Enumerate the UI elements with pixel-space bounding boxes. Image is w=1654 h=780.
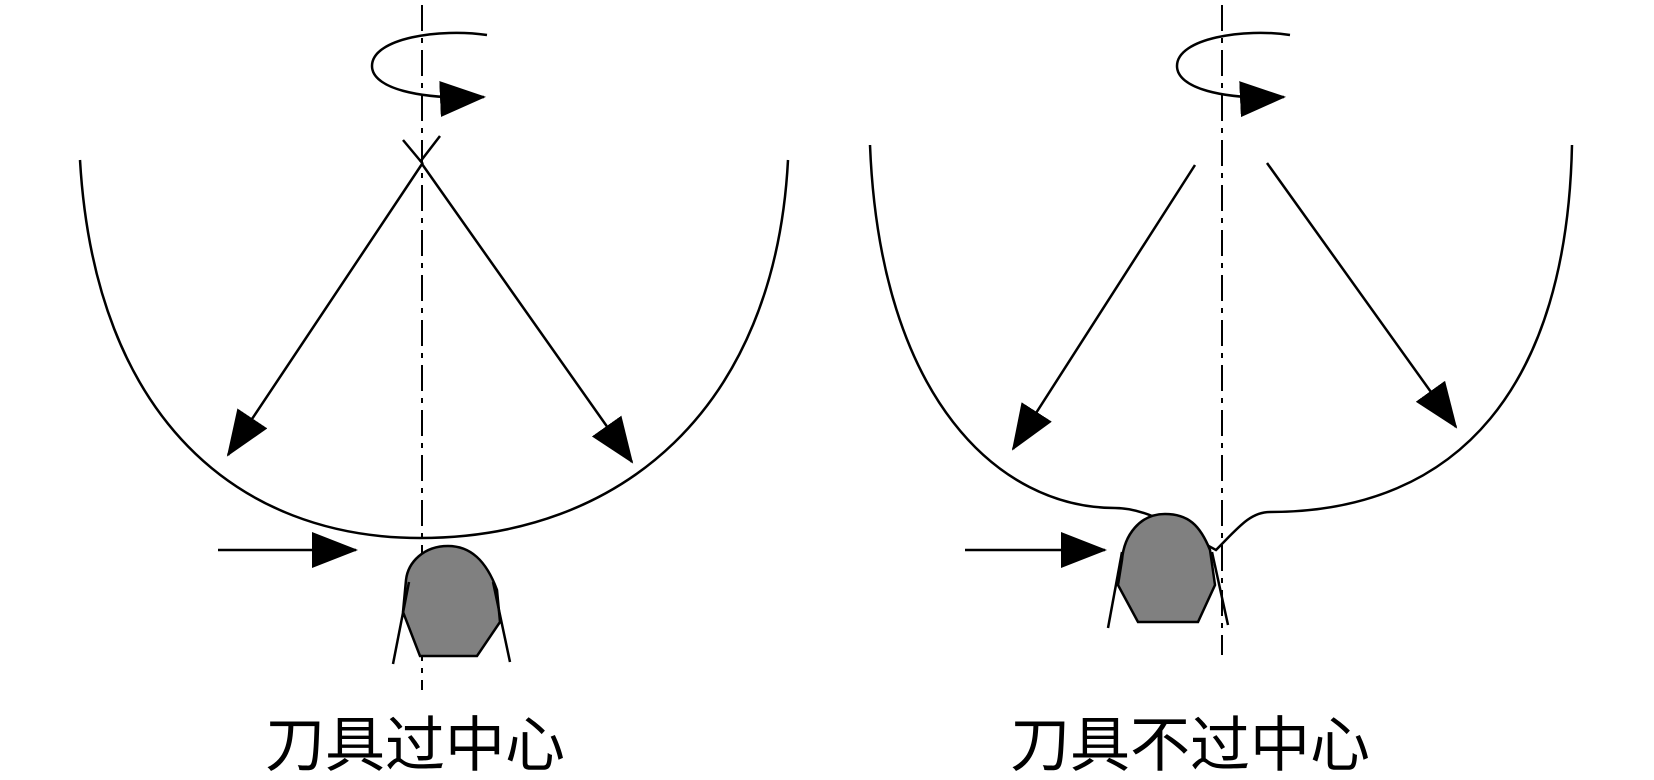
tool-shank-right [1210, 551, 1230, 626]
workpiece-bowl-profile-with-cusp [868, 144, 1574, 552]
force-arrow-left [226, 163, 424, 457]
panel-tool-not-through-center: 刀具不过中心 [868, 5, 1574, 780]
rotation-arrow [370, 31, 488, 117]
cutting-tool [401, 544, 502, 658]
cross-line-left [402, 139, 424, 165]
caption-tool-through-center: 刀具过中心 [265, 711, 565, 780]
workpiece-bowl-profile [78, 159, 790, 540]
tool-shank-left [391, 581, 411, 665]
rotation-arrow [1175, 31, 1291, 118]
panel-tool-through-center: 刀具过中心 [78, 5, 790, 780]
force-arrow-left [1011, 164, 1197, 451]
cross-line-right [419, 135, 441, 163]
cutting-tool [1116, 512, 1217, 624]
force-arrow-right [1265, 162, 1458, 429]
tool-shank-left [1106, 551, 1124, 629]
force-arrow-right [420, 163, 634, 464]
tool-shank-right [491, 581, 512, 663]
caption-tool-not-through-center: 刀具不过中心 [1010, 711, 1370, 780]
